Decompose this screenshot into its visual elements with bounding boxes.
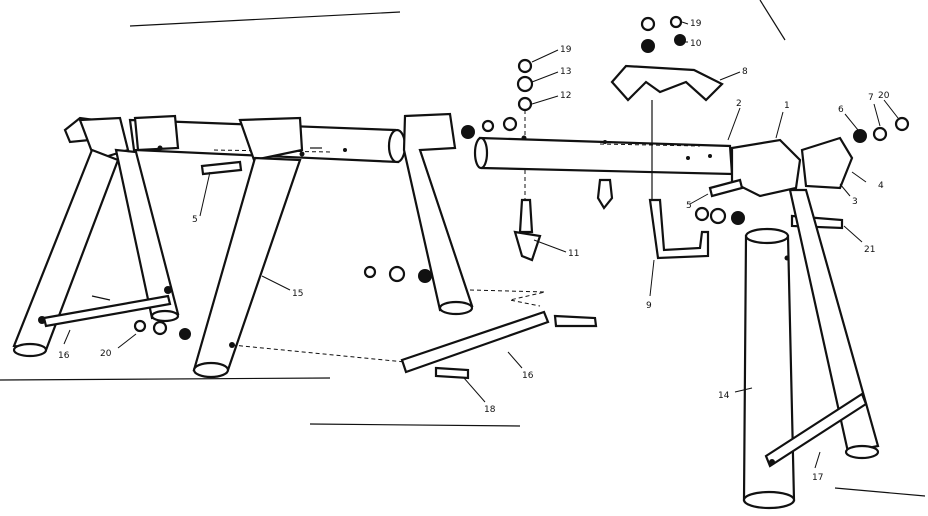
callout-21: 21 [864, 245, 875, 255]
callout-5-right: 5 [686, 201, 692, 211]
callout-8: 8 [742, 67, 748, 77]
callout-18: 18 [484, 405, 496, 415]
swing-hangers [513, 170, 614, 262]
callout-16-left: 16 [58, 351, 70, 361]
middle-a-frame [192, 112, 546, 379]
scan-artifact-lines [0, 0, 926, 497]
callout-3: 3 [852, 197, 858, 207]
callout-7: 7 [868, 93, 874, 103]
callout-13: 13 [560, 67, 571, 77]
callout-9: 9 [646, 301, 652, 311]
u-bolt-body [648, 198, 710, 260]
right-cross-brace [764, 392, 868, 468]
right-end-fitting [694, 116, 910, 230]
callout-20-right: 20 [878, 91, 890, 101]
mid-rear-leg [402, 112, 474, 312]
callout-4: 4 [878, 181, 884, 191]
mid-front-leg [192, 156, 302, 372]
left-cross-brace [42, 294, 172, 328]
callout-19-left: 19 [560, 45, 572, 55]
lower-brace [400, 310, 598, 380]
callout-10: 10 [690, 39, 702, 49]
callout-1: 1 [784, 101, 790, 111]
callout-6: 6 [838, 105, 844, 115]
callout-17: 17 [812, 473, 823, 483]
callout-16-mid: 16 [522, 371, 534, 381]
hanger-bracket [610, 64, 724, 102]
mid-cross-brace [400, 310, 550, 374]
swing-hanger-hook [513, 230, 542, 262]
callout-11: 11 [568, 249, 579, 259]
right-a-frame [742, 188, 880, 510]
callout-15: 15 [292, 289, 303, 299]
mid-corner-bracket [238, 116, 304, 162]
left-a-frame [12, 116, 180, 358]
right-end-cap [800, 136, 854, 190]
callout-20-left: 20 [100, 349, 112, 359]
leader-lines [63, 21, 899, 469]
callout-19-right: 19 [690, 19, 702, 29]
callout-2: 2 [736, 99, 742, 109]
hanger-bracket-plate [610, 64, 724, 102]
upper-hardware [516, 15, 686, 136]
right-rear-leg [788, 188, 880, 454]
callout-labels: 1 2 3 4 5 5 6 7 8 9 10 11 12 13 14 15 16… [58, 19, 890, 483]
top-beam-right [473, 135, 734, 176]
u-bolt [648, 100, 710, 260]
callout-12: 12 [560, 91, 571, 101]
left-hardware [133, 116, 518, 340]
callout-14: 14 [718, 391, 730, 401]
callout-5-left: 5 [192, 215, 198, 225]
